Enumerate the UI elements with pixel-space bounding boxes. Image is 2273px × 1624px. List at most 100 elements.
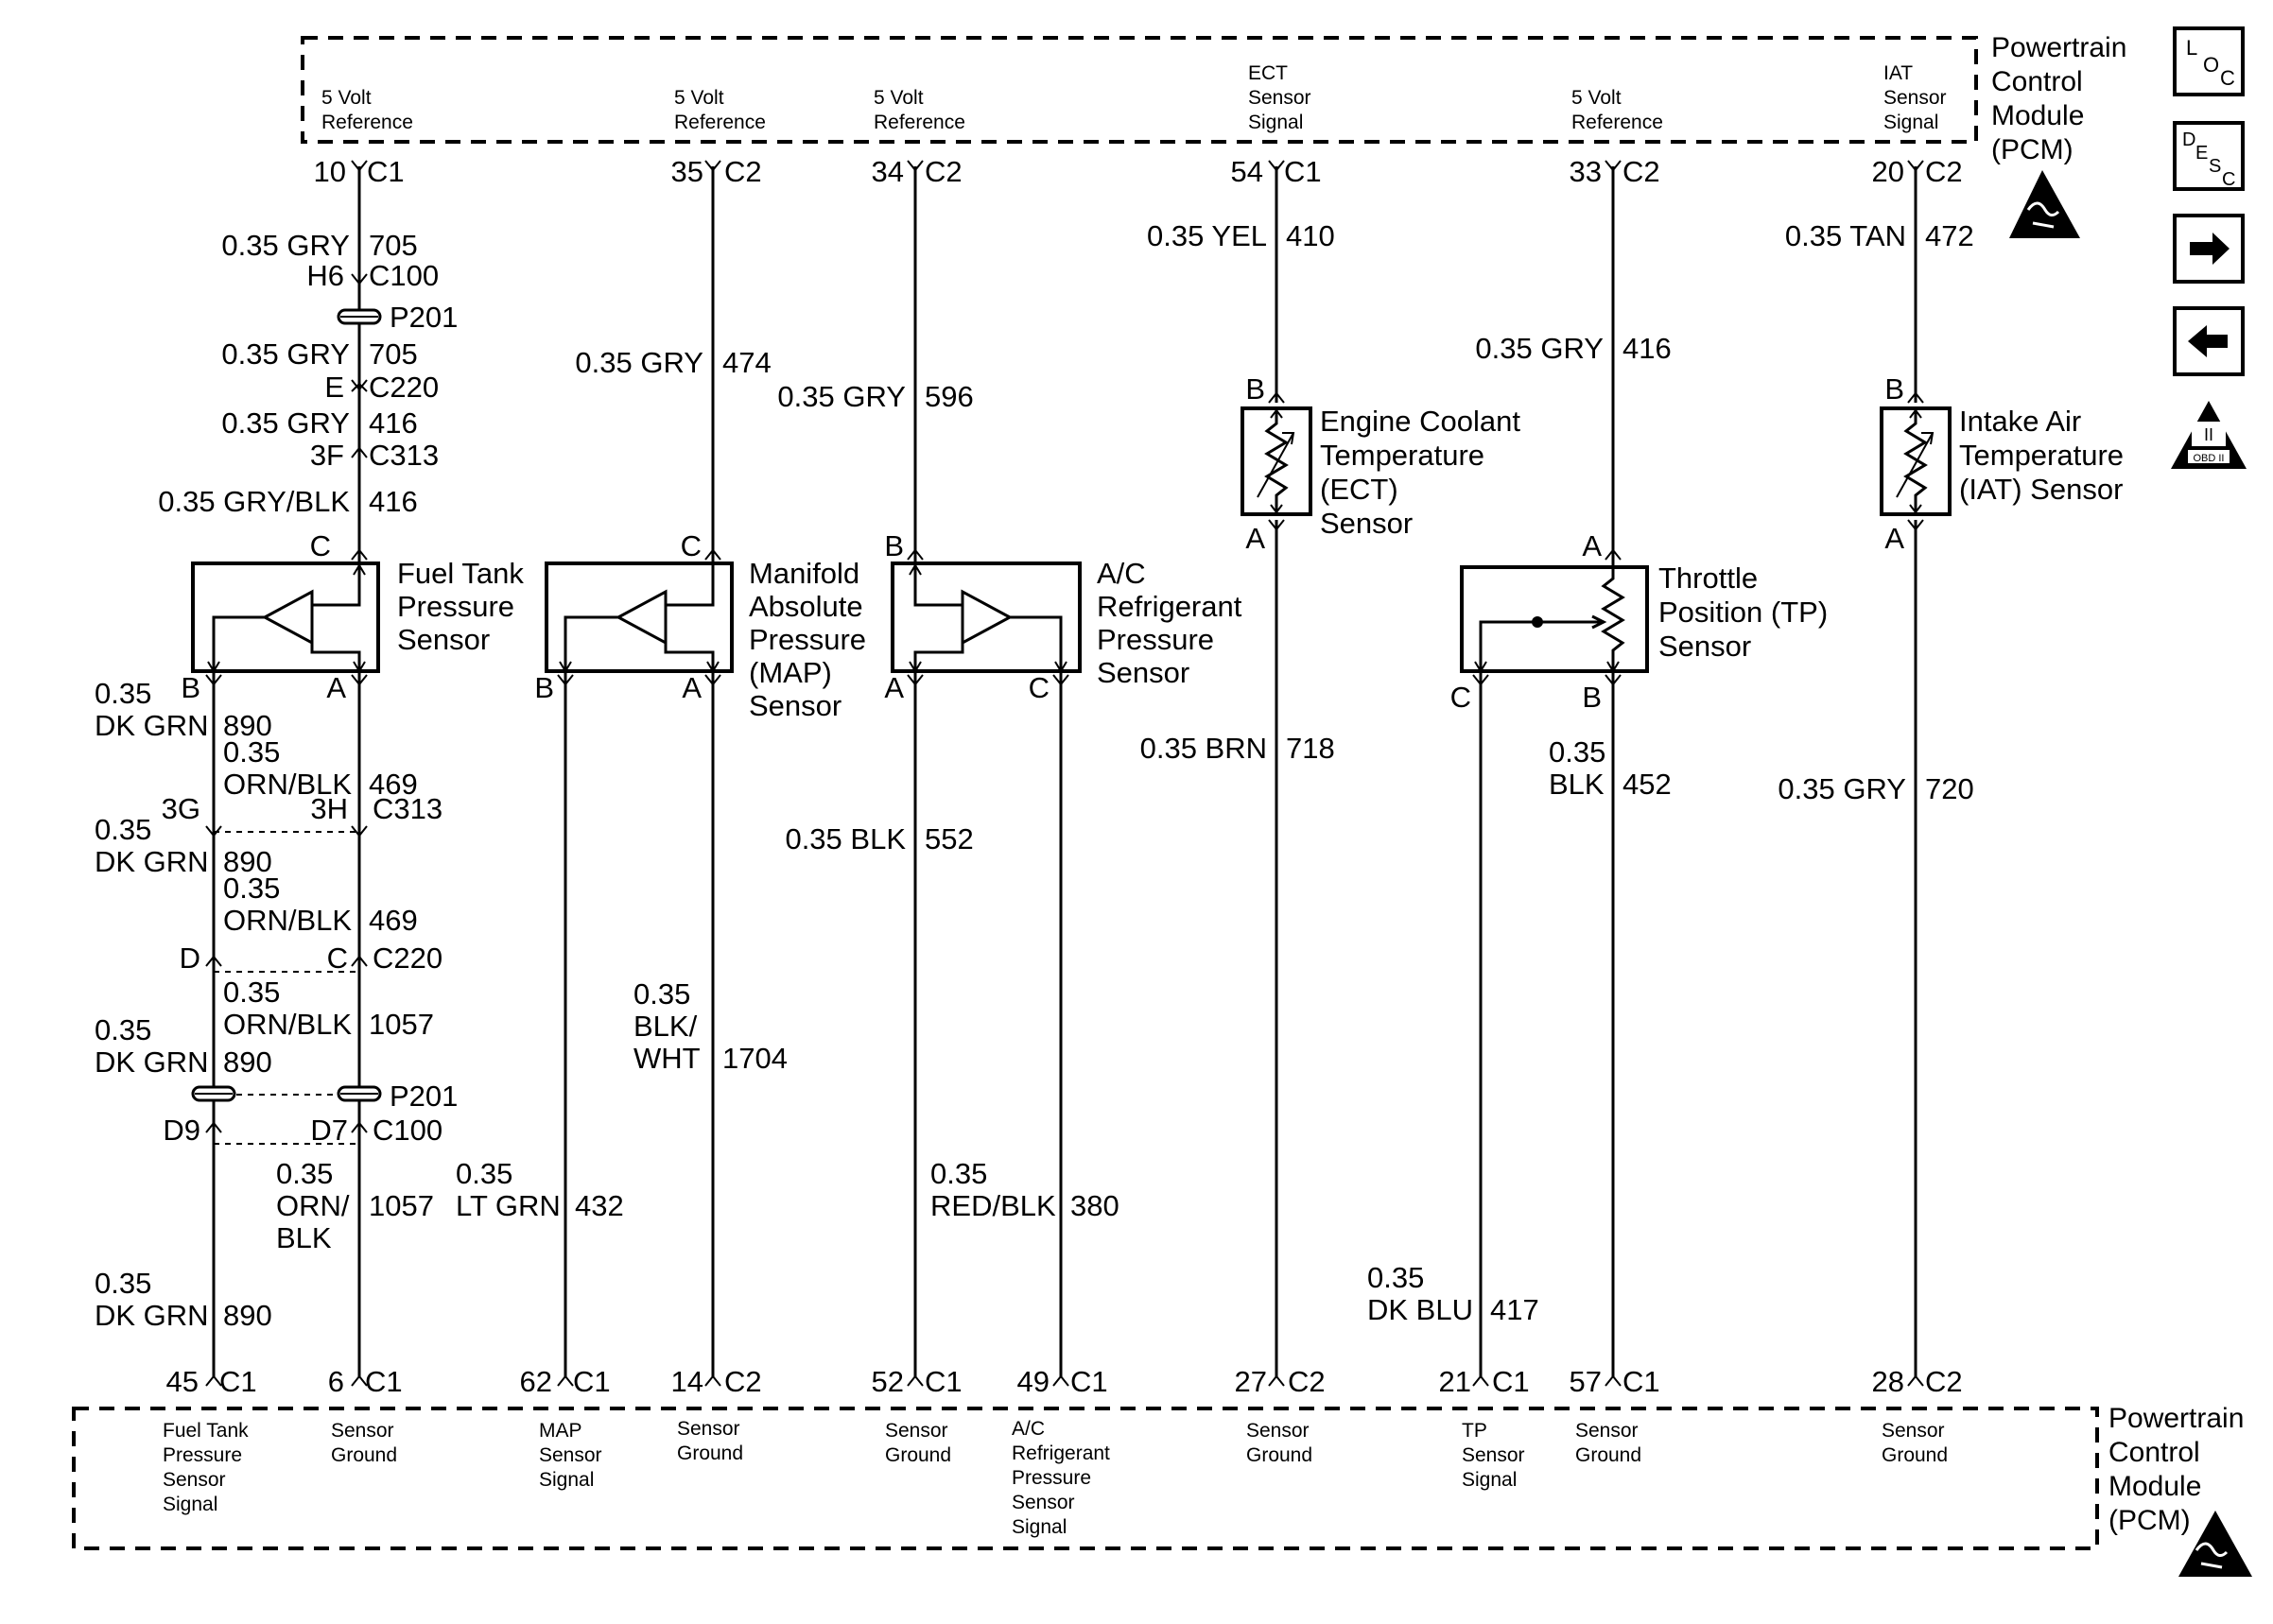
- sensor-pin: A: [1245, 522, 1265, 555]
- pcm-bottom-name: Powertrain Control Module (PCM): [2108, 1403, 2252, 1536]
- wire-circuit: 720: [1925, 772, 1974, 805]
- description-icon[interactable]: D E S C: [2173, 121, 2245, 191]
- wire-circuit: 432: [575, 1189, 624, 1222]
- sensor-pin: B: [1582, 681, 1602, 714]
- wires: [212, 166, 1917, 1376]
- svg-text:D: D: [2182, 130, 2195, 150]
- wire-gauge: 0.35 YEL: [1147, 219, 1267, 252]
- pin-number: 49: [1017, 1365, 1050, 1398]
- potentiometer-icon: [1474, 563, 1625, 673]
- sensor-pin: A: [884, 671, 904, 704]
- connector-id: C2: [1288, 1365, 1326, 1398]
- pin-number: 27: [1235, 1365, 1267, 1398]
- sensor-pin: B: [534, 671, 554, 704]
- location-icon[interactable]: L O C: [2173, 26, 2245, 96]
- side-icons: L O C D E S C II OBD II: [2171, 26, 2247, 469]
- connector-pin: D9: [163, 1114, 200, 1147]
- connector-id: C220: [373, 942, 442, 975]
- connector-pin: D7: [310, 1114, 348, 1147]
- esd-warning-icon: [2178, 1511, 2252, 1577]
- connector-id: C1: [573, 1365, 611, 1398]
- connector-id: C313: [369, 439, 439, 472]
- wire-circuit: 380: [1070, 1189, 1119, 1222]
- connector-id: C2: [724, 1365, 762, 1398]
- connector-id: C313: [373, 792, 442, 825]
- connector-pin: 3G: [162, 792, 200, 825]
- connector-joins: [214, 831, 359, 1145]
- connector-pin: C: [327, 942, 348, 975]
- thermistor-icon: [1257, 408, 1295, 514]
- arrow-left-icon[interactable]: [2173, 306, 2245, 376]
- wire-gauge: 0.35 BRN: [1140, 732, 1267, 765]
- sensor-pin: B: [1884, 372, 1904, 406]
- wire-circuit: 1057: [369, 1008, 434, 1041]
- pcm-bottom: Powertrain Control Module (PCM) 45 C1 6 …: [72, 1365, 2252, 1577]
- connector-id: C1: [925, 1365, 963, 1398]
- wire-circuit: 705: [369, 337, 418, 371]
- connector-id: C2: [1925, 1365, 1963, 1398]
- wire-gauge: 0.35 GRY: [1475, 332, 1604, 365]
- esd-warning-icon: [2009, 170, 2080, 238]
- wire-gauge: 0.35 GRY/BLK: [158, 485, 350, 518]
- connector-id: C1: [219, 1365, 257, 1398]
- sensor-pin: C: [1029, 671, 1050, 704]
- svg-text:O: O: [2203, 53, 2219, 77]
- arrow-right-icon[interactable]: [2173, 214, 2245, 284]
- svg-text:C: C: [2222, 169, 2235, 190]
- sensor-pin: C: [681, 529, 702, 562]
- wire-circuit: 469: [369, 768, 418, 801]
- svg-text:OBD II: OBD II: [2193, 453, 2224, 464]
- sensor-pin: C: [1450, 681, 1471, 714]
- pin-number: 45: [166, 1365, 199, 1398]
- connector-id: C100: [369, 259, 439, 292]
- connector-id: C2: [925, 155, 963, 188]
- wire-gauge: 0.35 GRY: [1778, 772, 1906, 805]
- sensor-pin: B: [1245, 372, 1265, 406]
- svg-text:II: II: [2204, 425, 2213, 444]
- connector-pin: 3F: [310, 439, 344, 472]
- p201-splice: [191, 308, 382, 1102]
- wire-gauge: 0.35 BLK: [785, 822, 906, 855]
- sensor-pin: B: [181, 671, 200, 704]
- obd-ii-icon[interactable]: II OBD II: [2171, 401, 2247, 469]
- wire-circuit: 452: [1622, 768, 1672, 801]
- connector-pin: E: [324, 371, 344, 404]
- pin-number: 52: [872, 1365, 904, 1398]
- wire-circuit: 890: [223, 845, 272, 878]
- wire-circuit: 596: [925, 380, 974, 413]
- pin-number: 14: [671, 1365, 703, 1398]
- wire-circuit: 416: [369, 406, 418, 440]
- wire-labels: 0.35 GRY 705 0.35 GRY 705 0.35 GRY 416 0…: [95, 219, 1974, 1332]
- wire-gauge: 0.35 GRY: [777, 380, 906, 413]
- pressure-sensor-icon: [207, 563, 366, 673]
- pin-number: 57: [1570, 1365, 1602, 1398]
- pin-number: 54: [1231, 155, 1263, 188]
- wire-gauge: 0.35 GRY: [575, 346, 703, 379]
- wire-circuit: 718: [1286, 732, 1335, 765]
- wire-circuit: 417: [1490, 1293, 1539, 1326]
- sensor-pin: B: [884, 529, 904, 562]
